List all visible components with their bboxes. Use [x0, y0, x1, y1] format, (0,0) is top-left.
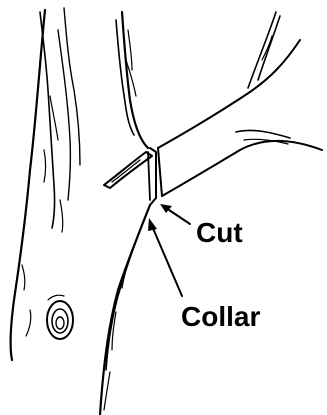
collar-arrow: [148, 218, 182, 296]
collar-arrowhead: [148, 218, 157, 231]
cut-label: Cut: [196, 219, 243, 247]
cut-arrow: [160, 204, 190, 224]
collar-label: Collar: [181, 303, 260, 331]
trunk-knot: [47, 295, 73, 339]
trunk: [11, 8, 150, 415]
removed-branch: [158, 12, 322, 196]
broken-spur: [104, 152, 152, 188]
